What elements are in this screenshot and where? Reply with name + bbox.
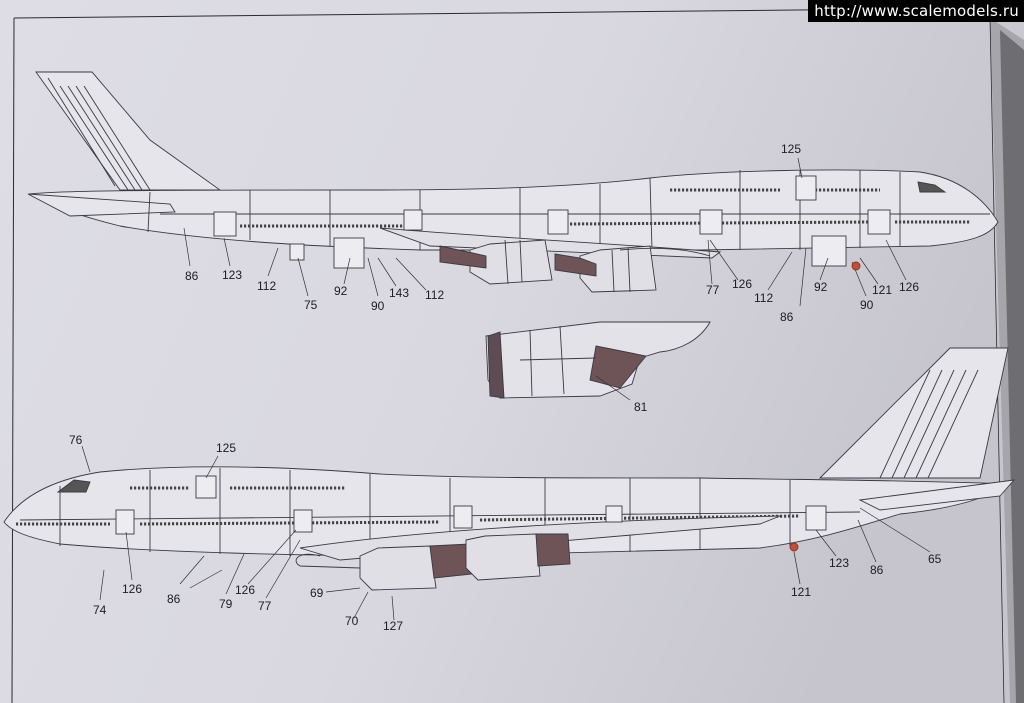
engine-detail-view: [485, 321, 711, 399]
callout-143-upper: 143: [389, 286, 410, 300]
callout-90-upper-b: 90: [860, 298, 874, 312]
callout-77-lower: 77: [258, 599, 272, 613]
callout-65-lower: 65: [928, 552, 942, 566]
callout-76-lower: 76: [69, 433, 83, 447]
callout-79-lower: 79: [219, 597, 233, 611]
callout-70-lower: 70: [345, 614, 359, 628]
upper-aircraft-view: [27, 71, 999, 293]
callout-125-lower: 125: [216, 441, 237, 455]
lower-aircraft-view: [3, 261, 1016, 591]
callout-112-upper-b: 112: [425, 288, 445, 302]
callout-121-upper: 121: [872, 283, 893, 297]
callout-126-lower-b: 126: [235, 583, 256, 597]
callout-112-upper-c: 112: [754, 291, 774, 305]
callout-86-upper-tail: 86: [185, 269, 199, 283]
callout-92-upper-a: 92: [334, 284, 348, 298]
callout-86-lower-tail: 86: [870, 563, 884, 577]
watermark-label: http://www.scalemodels.ru: [808, 0, 1024, 22]
callout-123-upper: 123: [222, 268, 243, 282]
callout-125-upper: 125: [781, 142, 802, 156]
callout-86-lower-nose: 86: [167, 592, 181, 606]
callout-127-lower: 127: [383, 619, 404, 633]
callout-126-upper-a: 126: [732, 277, 753, 291]
callout-75-upper: 75: [304, 298, 318, 312]
callout-123-lower: 123: [829, 556, 850, 570]
callout-121-lower: 121: [791, 585, 812, 599]
callout-90-upper-a: 90: [371, 299, 385, 313]
callout-112-upper-a: 112: [257, 279, 277, 293]
callout-77-upper: 77: [706, 283, 720, 297]
callout-74-lower: 74: [93, 603, 107, 617]
callout-92-upper-b: 92: [814, 280, 828, 294]
callout-69-lower: 69: [310, 586, 324, 600]
callout-81-engine: 81: [634, 400, 648, 414]
callout-86-upper-nose: 86: [780, 310, 794, 324]
callout-126-upper-b: 126: [899, 280, 920, 294]
callout-126-lower: 126: [122, 582, 143, 596]
